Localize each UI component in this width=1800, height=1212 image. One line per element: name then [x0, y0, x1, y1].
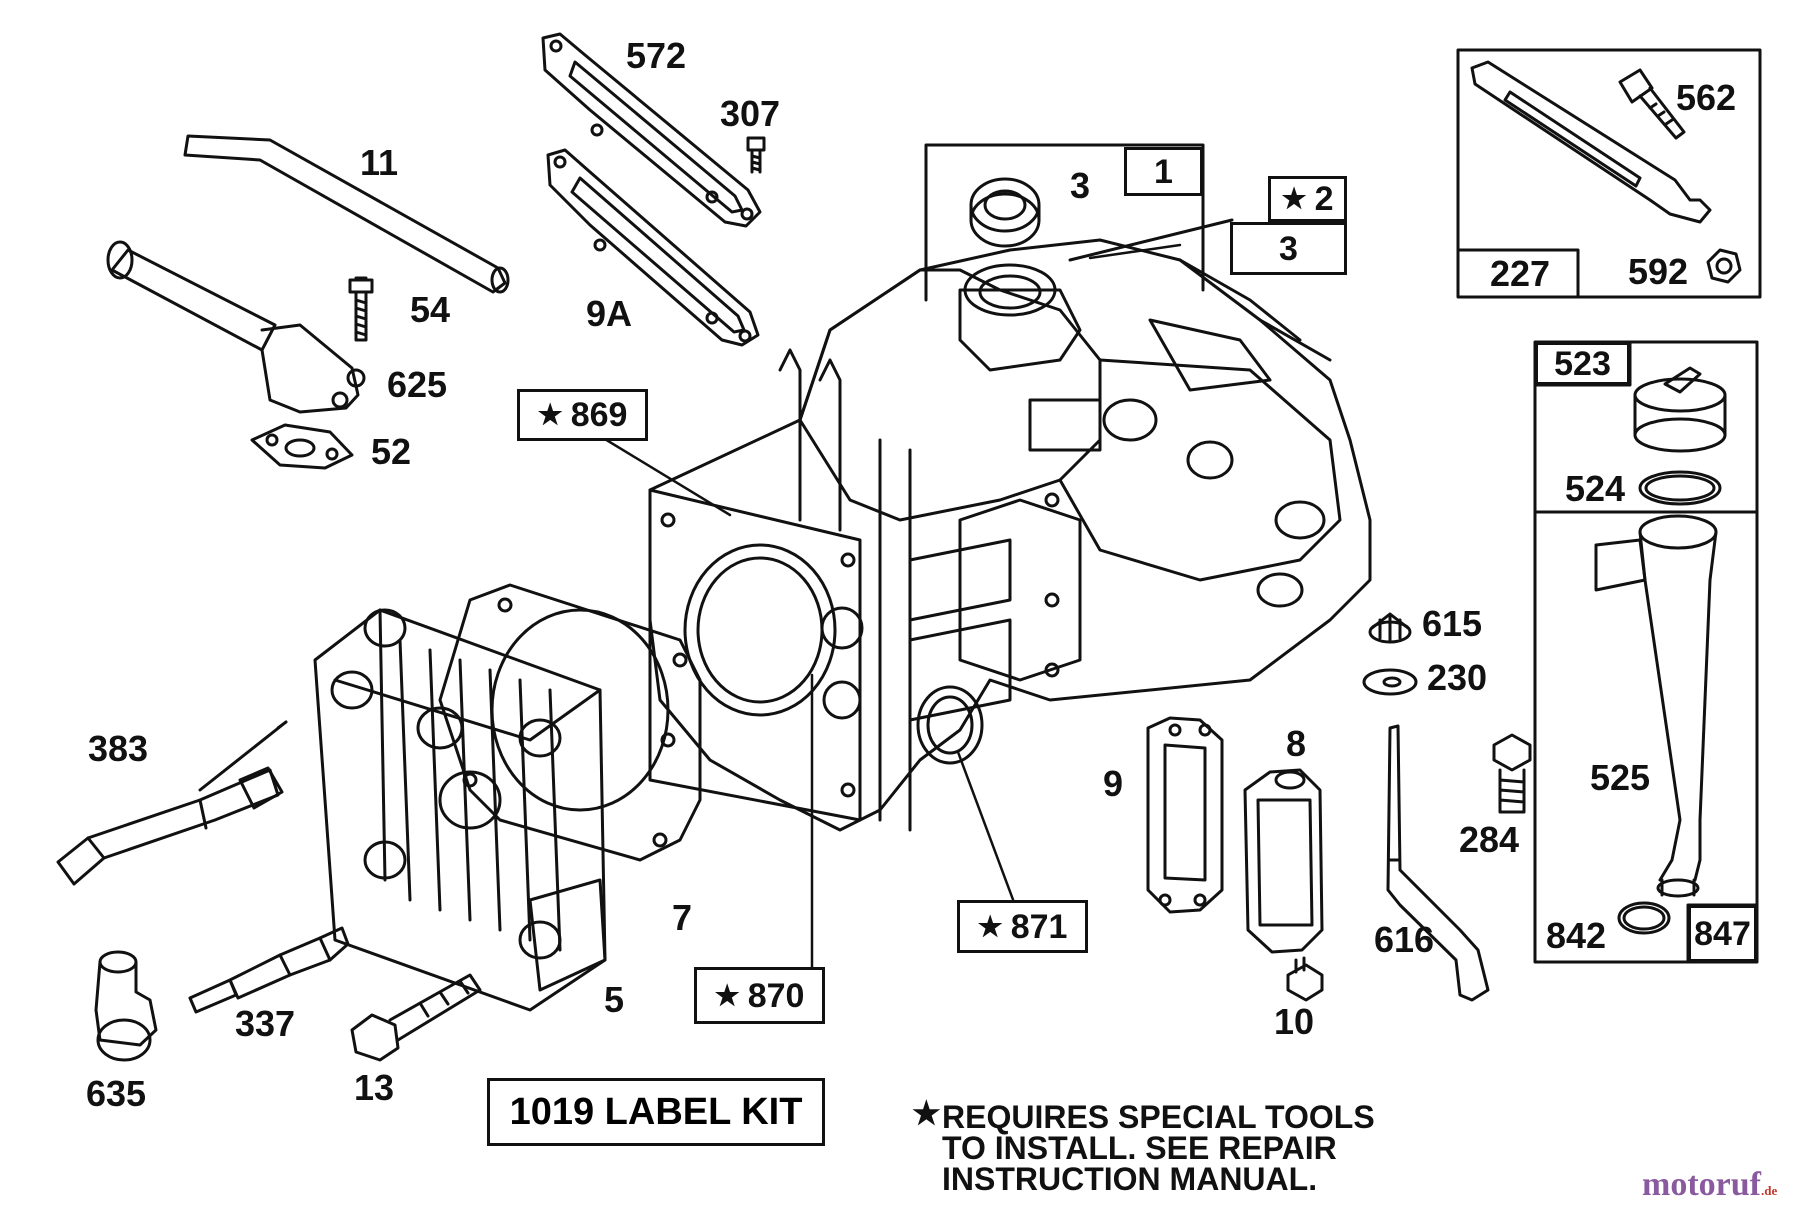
part-label-8: 8 [1286, 723, 1307, 764]
cylinder-head-5 [313, 608, 607, 1012]
part-label-842: 842 [1546, 915, 1607, 956]
screw-307 [746, 136, 766, 174]
head-gasket-7 [438, 583, 702, 862]
label-kit-box: 1019 LABEL KIT [487, 1078, 825, 1146]
part-label-5: 5 [604, 979, 625, 1020]
bolt-13 [350, 973, 482, 1062]
governor-arm-227 [1470, 60, 1712, 224]
part-label-10: 10 [1274, 1001, 1315, 1042]
o-ring-524 [1638, 470, 1722, 506]
box-divider [1456, 248, 1580, 299]
washer-230 [1362, 668, 1418, 696]
part-box-1: 1 [1124, 147, 1203, 196]
gasket-9 [1146, 716, 1224, 914]
part-label-54: 54 [410, 289, 451, 330]
part-label-383: 383 [88, 728, 149, 769]
tube-11 [183, 134, 510, 294]
box-divider [1533, 340, 1632, 387]
nut-592 [1706, 248, 1742, 284]
leader-line [1068, 218, 1234, 262]
dipstick-kit-box [1533, 340, 1759, 964]
seal-kit-box [924, 143, 1205, 302]
watermark-logo: motoruf.de [1642, 1166, 1778, 1203]
part-615 [1368, 612, 1412, 644]
part-label-562: 562 [1676, 77, 1737, 118]
bolt-54 [348, 276, 374, 342]
part-label-230: 230 [1427, 657, 1488, 698]
part-label-7: 7 [672, 897, 693, 938]
part-label-616: 616 [1374, 919, 1435, 960]
bolt-562 [1618, 68, 1686, 140]
note-line: REQUIRES SPECIAL TOOLS [942, 1099, 1375, 1135]
dipstick-tube-525 [1594, 514, 1718, 898]
part-label-284: 284 [1459, 819, 1520, 860]
part-label-592: 592 [1628, 251, 1689, 292]
dipstick-cap-523 [1633, 366, 1727, 453]
star-icon: ★ [912, 1095, 941, 1131]
part-label-9a: 9A [586, 293, 633, 334]
oil-seal-3 [969, 177, 1041, 248]
part-label-625: 625 [387, 364, 448, 405]
o-ring-842 [1617, 901, 1671, 935]
part-label-572: 572 [626, 35, 687, 76]
boot-635 [94, 950, 158, 1062]
part-box-523: 523 [1535, 342, 1630, 385]
part-box-869: ★869 [517, 389, 648, 441]
part-label-9: 9 [1103, 763, 1124, 804]
spark-plug-337 [188, 926, 350, 1014]
screw-284 [1492, 733, 1532, 814]
part-label-635: 635 [86, 1073, 147, 1114]
leader-lines [588, 243, 1182, 982]
part-label-525: 525 [1590, 757, 1651, 798]
part-label-524: 524 [1565, 468, 1626, 509]
intake-625 [106, 240, 366, 414]
lever-616 [1386, 724, 1490, 1002]
part-label-52: 52 [371, 431, 412, 472]
gasket-9a [546, 148, 760, 347]
note-line: TO INSTALL. SEE REPAIR [942, 1130, 1337, 1166]
part-label-615: 615 [1422, 603, 1483, 644]
part-label-3-seal: 3 [1070, 165, 1091, 206]
part-box-3: 3 [1230, 222, 1347, 275]
part-label-13: 13 [354, 1067, 395, 1108]
part-label-227: 227 [1490, 253, 1551, 294]
wrench-383 [56, 720, 288, 886]
gasket-52 [250, 423, 354, 470]
part-label-11: 11 [360, 142, 399, 183]
breather-8 [1243, 768, 1324, 954]
note-line: INSTRUCTION MANUAL. [942, 1161, 1318, 1197]
engine-block [648, 238, 1372, 832]
gasket-572 [541, 32, 762, 228]
part-label-307: 307 [720, 93, 781, 134]
part-box-847: 847 [1688, 905, 1757, 962]
part-box-871: ★871 [957, 900, 1088, 953]
special-tools-note: ★ REQUIRES SPECIAL TOOLS TO INSTALL. SEE… [912, 1097, 1375, 1197]
part-box-2: ★2 [1268, 176, 1347, 222]
part-label-337: 337 [235, 1003, 296, 1044]
screw-10 [1286, 956, 1324, 1002]
governor-kit-box [1456, 48, 1762, 299]
part-box-870: ★870 [694, 967, 825, 1024]
